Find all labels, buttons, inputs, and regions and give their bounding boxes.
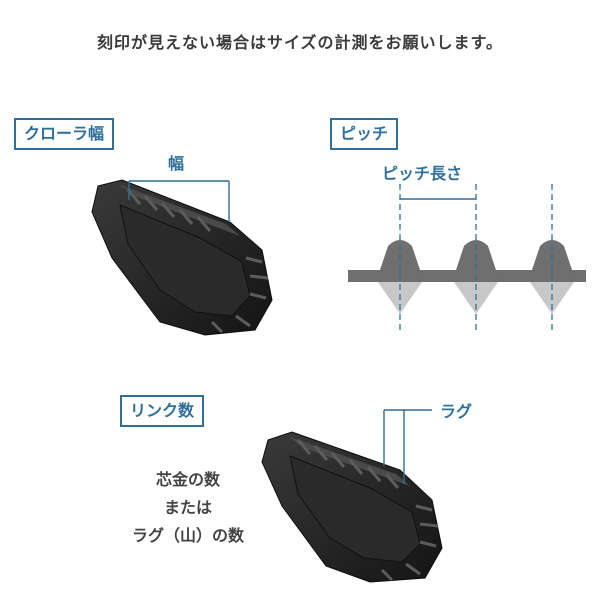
pitch-length-label: ピッチ長さ: [382, 164, 463, 183]
pitch-label: ピッチ: [330, 118, 399, 150]
crawler-width-label: クローラ幅: [14, 118, 115, 150]
link-count-label: リンク数: [120, 395, 205, 427]
lug-label: ラグ: [440, 402, 473, 421]
width-dimension-label: 幅: [168, 154, 185, 173]
link-note-line1: 芯金の数: [155, 470, 220, 489]
link-note-line2: または: [163, 498, 212, 517]
link-note-line3: ラグ（山）の数: [131, 526, 244, 545]
pitch-profile-diagram: [348, 184, 586, 330]
rubber-track-image-link: [261, 409, 443, 583]
instruction-text: 刻印が見えない場合はサイズの計測をお願いします。: [97, 33, 503, 52]
rubber-track-image: [91, 179, 273, 336]
